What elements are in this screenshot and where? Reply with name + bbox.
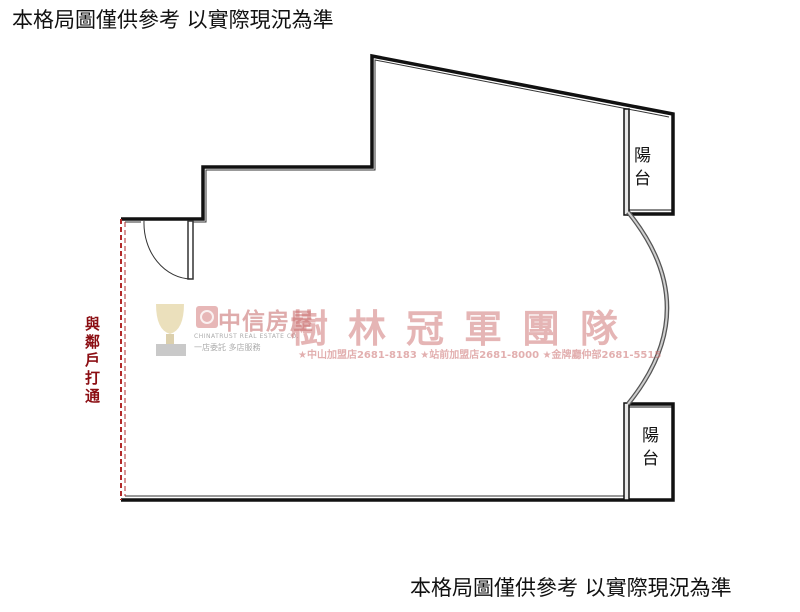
outer-wall-bottom	[121, 402, 675, 502]
knock-through-annotation: 與鄰戶打通	[83, 316, 101, 406]
outer-wall	[121, 53, 675, 221]
disclaimer-caption-top: 本格局圖僅供參考 以實際現況為準	[12, 8, 334, 32]
balcony-bottom-wall	[623, 402, 630, 501]
inner-wall-line	[125, 59, 670, 223]
entrance-door	[143, 220, 194, 280]
room-label-balcony-bottom: 陽台	[638, 426, 658, 472]
disclaimer-caption-bottom: 本格局圖僅供參考 以實際現況為準	[410, 576, 732, 600]
balcony-top-wall	[623, 108, 630, 216]
knock-through-wall	[120, 219, 126, 500]
room-label-balcony-top: 陽台	[630, 146, 650, 192]
